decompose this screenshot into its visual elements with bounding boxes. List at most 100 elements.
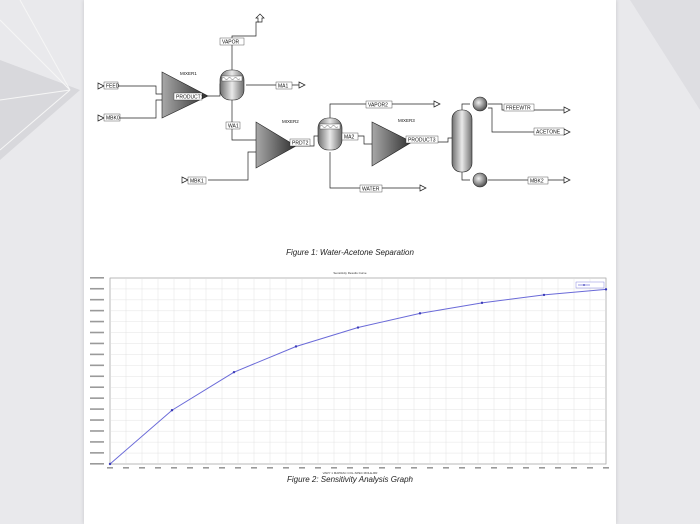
x-tick-label — [539, 467, 545, 469]
y-tick-label — [90, 397, 104, 399]
stream-product1[interactable]: PRODUCT1 — [173, 92, 204, 101]
data-point — [170, 409, 174, 412]
y-tick-label — [90, 309, 104, 312]
y-tick-label — [90, 364, 104, 367]
x-tick-label — [443, 467, 449, 469]
svg-text:VAPOR2: VAPOR2 — [368, 103, 388, 109]
y-tick-label — [90, 452, 104, 454]
svg-text:MA1: MA1 — [278, 84, 289, 90]
x-tick-label — [491, 467, 497, 469]
legend — [575, 281, 605, 289]
x-tick-label — [187, 467, 193, 469]
stream-feed[interactable]: FEED — [103, 81, 120, 90]
plot-area — [109, 277, 607, 465]
data-point — [294, 345, 298, 348]
x-ticks — [107, 467, 609, 469]
svg-text:FREEWTR: FREEWTR — [506, 106, 531, 112]
stream-vapor[interactable]: VAPOR — [219, 37, 245, 46]
y-tick-label — [90, 441, 104, 443]
document-page: MIXER1 MIXER2 MIXER3 FEED MBK0 PRODUCT1 … — [84, 0, 616, 524]
y-tick-label — [90, 419, 104, 421]
stream-mbk1[interactable]: MBK1 — [187, 176, 207, 185]
x-tick-label — [379, 467, 385, 469]
data-point — [232, 370, 236, 374]
stream-freewtr[interactable]: FREEWTR — [503, 103, 535, 112]
y-tick-label — [90, 386, 104, 389]
x-tick-label — [139, 467, 145, 469]
x-tick-label — [251, 467, 257, 469]
y-tick-label — [90, 277, 104, 279]
flash2-vessel[interactable] — [317, 117, 343, 151]
x-tick-label — [347, 467, 353, 469]
x-tick-label — [571, 467, 577, 469]
grid — [109, 277, 607, 465]
sensitivity-chart: Sensitivity Results Curve VARY 1 MAPRAC … — [90, 271, 609, 475]
flash1-vessel[interactable] — [219, 69, 245, 101]
svg-text:PRODUCT1: PRODUCT1 — [176, 95, 204, 101]
reboiler[interactable] — [472, 172, 488, 188]
x-tick-label — [267, 467, 273, 469]
stream-ma1[interactable]: MA1 — [275, 81, 293, 90]
mixer2-block[interactable] — [255, 121, 297, 169]
x-tick-label — [331, 467, 337, 469]
y-ticks — [90, 277, 104, 465]
stream-mbk2[interactable]: MBK2 — [527, 176, 549, 185]
svg-text:ACETONE: ACETONE — [536, 130, 561, 136]
data-point — [480, 301, 484, 305]
x-tick-label — [587, 467, 593, 469]
svg-text:WA1: WA1 — [228, 124, 239, 130]
data-point — [418, 312, 422, 315]
x-tick-label — [123, 467, 129, 469]
y-tick-label — [90, 342, 104, 345]
y-tick-label — [90, 331, 104, 334]
x-tick-label — [555, 467, 561, 469]
y-tick-label — [90, 320, 104, 323]
chart-title: Sensitivity Results Curve — [333, 271, 367, 275]
stream-wa1[interactable]: WA1 — [225, 121, 241, 130]
svg-text:MBK0: MBK0 — [106, 116, 120, 122]
stream-vapor2[interactable]: VAPOR2 — [365, 100, 393, 109]
figure1-caption: Figure 1: Water-Acetone Separation — [286, 248, 414, 257]
data-point — [108, 462, 112, 466]
x-tick-label — [603, 467, 609, 469]
mixer3-label: MIXER3 — [398, 118, 415, 123]
condenser[interactable] — [472, 96, 488, 112]
distillation-column[interactable] — [451, 109, 473, 173]
stream-acetone[interactable]: ACETONE — [533, 127, 565, 136]
series-group — [108, 288, 608, 466]
svg-text:MBK1: MBK1 — [190, 179, 204, 185]
x-tick-label — [155, 467, 161, 469]
x-tick-label — [523, 467, 529, 469]
y-tick-label — [90, 430, 104, 432]
mixer1-label: MIXER1 — [180, 71, 197, 76]
y-tick-label — [90, 375, 104, 378]
x-tick-label — [107, 467, 113, 469]
y-tick-label — [90, 287, 104, 290]
x-tick-label — [171, 467, 177, 469]
x-tick-label — [475, 467, 481, 469]
stream-product3[interactable]: PRODUCT3 — [405, 135, 439, 144]
figure2-caption: Figure 2: Sensitivity Analysis Graph — [287, 475, 413, 484]
stream-water[interactable]: WATER — [359, 184, 383, 193]
process-flow-diagram: MIXER1 MIXER2 MIXER3 FEED MBK0 PRODUCT1 … — [97, 13, 571, 193]
svg-text:PRODUCT3: PRODUCT3 — [408, 138, 436, 144]
svg-text:FEED: FEED — [106, 84, 120, 90]
x-tick-label — [395, 467, 401, 469]
stream-prdt2[interactable]: PRDT2 — [289, 138, 311, 147]
svg-text:PRDT2: PRDT2 — [292, 141, 309, 147]
background-decoration-left — [0, 0, 80, 160]
x-tick-label — [315, 467, 321, 469]
x-tick-label — [283, 467, 289, 469]
mixer3-block[interactable] — [371, 121, 413, 167]
y-tick-label — [90, 463, 104, 465]
y-tick-label — [90, 408, 104, 410]
y-tick-label — [90, 353, 104, 356]
x-tick-label — [411, 467, 417, 469]
stream-mbk0[interactable]: MBK0 — [103, 113, 121, 122]
x-tick-label — [235, 467, 241, 469]
x-tick-label — [299, 467, 305, 469]
x-tick-label — [219, 467, 225, 469]
stream-ma2[interactable]: MA2 — [341, 132, 359, 141]
svg-text:MBK2: MBK2 — [530, 179, 544, 185]
data-point — [542, 293, 546, 297]
